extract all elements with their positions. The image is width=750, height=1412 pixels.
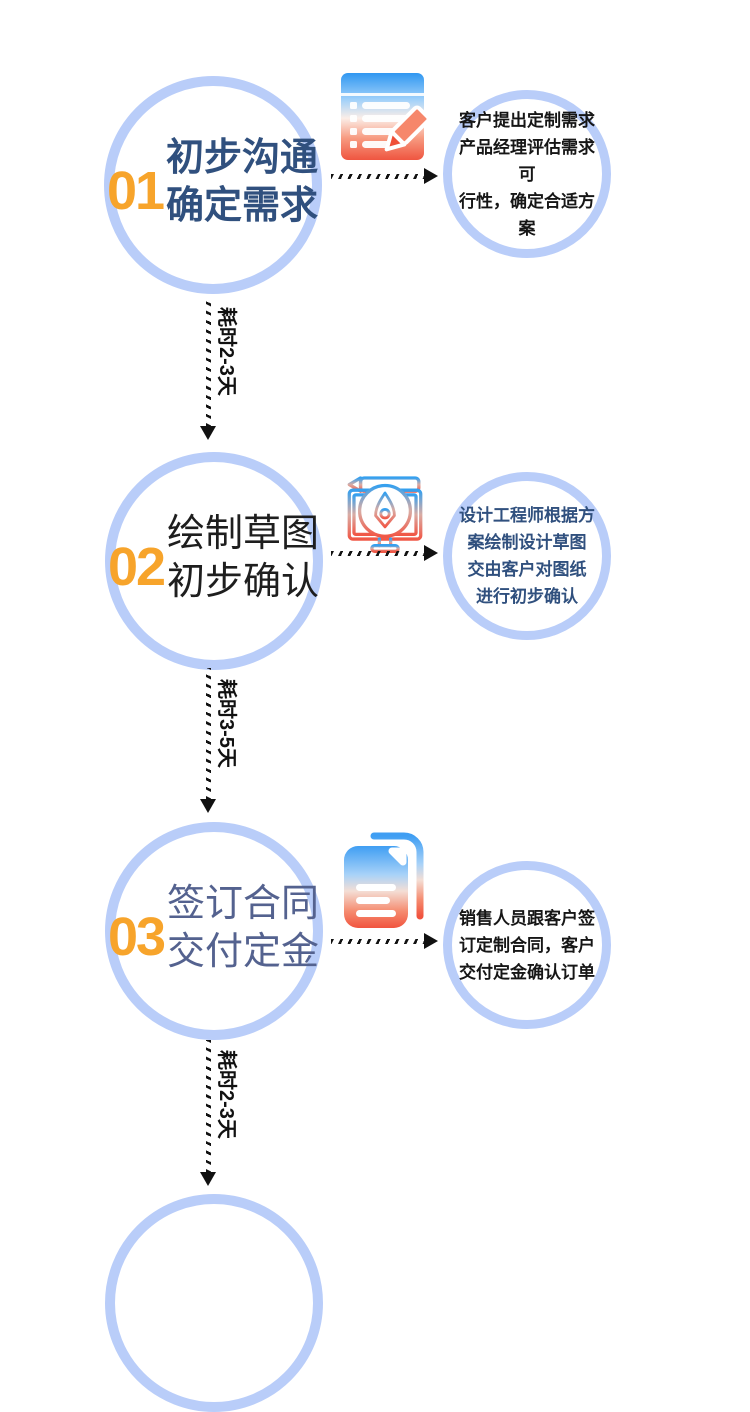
- dashed-line: [331, 938, 424, 944]
- arrowhead-icon: [200, 426, 216, 440]
- step-1-description-text: 客户提出定制需求 产品经理评估需求可 行性，确定合适方案: [459, 110, 595, 238]
- monitor-pen-nib-icon: [347, 476, 423, 553]
- step-3-title-line-1: 签订合同: [167, 883, 320, 925]
- dashed-line: [205, 300, 211, 426]
- arrow-step1-to-description: [331, 168, 438, 184]
- contract-documents-icon: [344, 832, 424, 928]
- arrowhead-icon: [424, 933, 438, 949]
- duration-label-2: 耗时3-5天: [215, 679, 237, 768]
- dashed-line: [331, 550, 424, 556]
- step-3-number: 03: [108, 907, 166, 967]
- step-1-circle: 01 初步沟通 确定需求: [104, 76, 322, 294]
- step-3-circle: 03 签订合同 交付定金: [105, 822, 323, 1040]
- dashed-line: [331, 173, 424, 179]
- arrow-step3-to-description: [331, 933, 438, 949]
- step-2-title-line-1: 绘制草图: [167, 513, 320, 555]
- arrow-step2-to-step3: [200, 668, 216, 813]
- form-pencil-icon: [341, 73, 431, 160]
- step-3-description-circle: 销售人员跟客户签 订定制合同，客户 交付定金确认订单: [443, 861, 611, 1029]
- arrowhead-icon: [424, 168, 438, 184]
- step-4-circle-partial: [105, 1194, 323, 1412]
- step-1-title-line-2: 确定需求: [166, 185, 319, 227]
- step-3-title: 签订合同 交付定金: [167, 880, 319, 976]
- arrow-step3-to-step4: [200, 1040, 216, 1186]
- step-3-description-text: 销售人员跟客户签 订定制合同，客户 交付定金确认订单: [459, 908, 595, 982]
- arrow-step2-to-description: [331, 545, 438, 561]
- arrowhead-icon: [424, 545, 438, 561]
- arrow-step1-to-step2: [200, 300, 216, 440]
- step-3-title-line-2: 交付定金: [167, 931, 320, 973]
- step-2-title: 绘制草图 初步确认: [167, 510, 319, 606]
- step-2-description-circle: 设计工程师根据方 案绘制设计草图 交由客户对图纸 进行初步确认: [443, 472, 611, 640]
- step-1-number: 01: [107, 161, 165, 221]
- arrowhead-icon: [200, 799, 216, 813]
- step-2-title-line-2: 初步确认: [167, 561, 320, 603]
- step-1-description-circle: 客户提出定制需求 产品经理评估需求可 行性，确定合适方案: [443, 90, 611, 258]
- dashed-line: [205, 668, 211, 799]
- arrowhead-icon: [200, 1172, 216, 1186]
- dashed-line: [205, 1040, 211, 1172]
- step-2-circle: 02 绘制草图 初步确认: [105, 452, 323, 670]
- duration-label-3: 耗时2-3天: [215, 1050, 237, 1139]
- step-2-description-text: 设计工程师根据方 案绘制设计草图 交由客户对图纸 进行初步确认: [459, 506, 595, 606]
- step-2-number: 02: [108, 537, 166, 597]
- duration-label-1: 耗时2-3天: [215, 307, 237, 396]
- step-1-title-line-1: 初步沟通: [166, 137, 319, 179]
- step-1-title: 初步沟通 确定需求: [166, 134, 318, 230]
